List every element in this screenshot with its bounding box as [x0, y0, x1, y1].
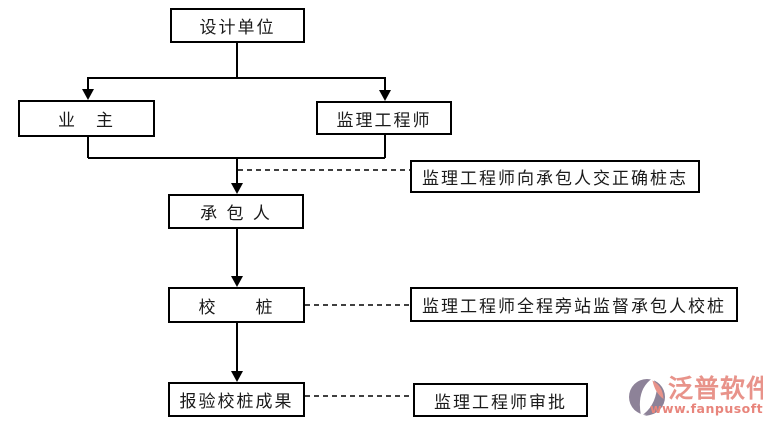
arrowhead-checkpile [231, 276, 243, 287]
node-owner: 业 主 [18, 100, 155, 137]
fanpu-logo-icon [629, 378, 665, 416]
note-supervisor-approval: 监理工程师审批 [413, 383, 588, 417]
note-supervise-pile-check: 监理工程师全程旁站监督承包人校桩 [410, 287, 738, 322]
arrowhead-owner [82, 89, 94, 100]
solid-connectors [87, 43, 386, 372]
dashed-connectors [238, 169, 413, 397]
note-hand-over-pile-marks: 监理工程师向承包人交正确桩志 [410, 160, 700, 193]
fanpu-logo: 泛普软件 www.fanpusoft.com [628, 374, 763, 422]
node-contractor: 承 包 人 [168, 194, 304, 229]
arrowheads [82, 89, 391, 382]
fanpu-logo-text: 泛普软件 www.fanpusoft.com [650, 374, 763, 416]
node-report-results: 报验校桩成果 [168, 382, 305, 417]
node-supervisor: 监理工程师 [316, 101, 452, 135]
node-check-pile: 校 桩 [168, 287, 305, 323]
arrowhead-supervisor [379, 90, 391, 101]
arrowhead-report [231, 371, 243, 382]
node-design-unit: 设计单位 [170, 8, 305, 43]
arrowhead-contractor [231, 183, 243, 194]
fanpu-brand-name: 泛普软件 [668, 374, 763, 403]
fanpu-website: www.fanpusoft.com [650, 401, 763, 416]
